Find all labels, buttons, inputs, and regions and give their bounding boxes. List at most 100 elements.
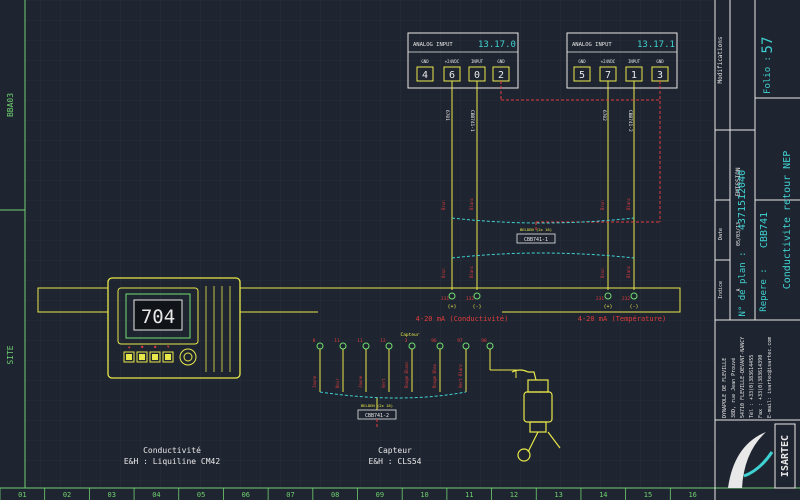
analog-input-2-terminal: 3	[657, 70, 663, 81]
svg-text:●: ●	[154, 344, 157, 349]
title-description: Conductivite retour NEP	[782, 151, 793, 289]
ruler-label: 03	[108, 491, 116, 499]
sensor-terminal-number: 11	[357, 338, 363, 344]
sensor-model: E&H : CLS54	[369, 457, 422, 466]
cable-label-upper-box	[516, 233, 556, 244]
left-band-bottom-label: SITE	[6, 345, 15, 364]
title-folio-label: Folio :	[763, 56, 773, 94]
ruler-label: 16	[688, 491, 696, 499]
svg-text:▲: ▲	[128, 344, 131, 349]
output-sign: (-)	[472, 304, 481, 310]
ruler-label: 11	[465, 491, 473, 499]
ruler-label: 06	[242, 491, 250, 499]
svg-text:Blanc: Blanc	[626, 197, 631, 210]
output-terminal-number: 231	[596, 296, 604, 302]
svg-text:Brun: Brun	[441, 200, 446, 210]
analog-input-1-col-label: +24VDC	[445, 59, 460, 64]
sensor-terminals: 8 11 11 12 3 96 97 98 Capteur Jaune Noir…	[312, 332, 517, 399]
title-date: 05/03/13	[736, 222, 742, 246]
svg-text:●: ●	[141, 344, 144, 349]
sensor-terminal-number: 11	[334, 338, 340, 344]
sensor-terminal-number: 8	[313, 338, 316, 344]
output-sign: (+)	[603, 304, 612, 310]
company-line: 54710 FLEVILLE-DEVANT-NANCY	[740, 337, 746, 418]
svg-text:Jaune: Jaune	[358, 375, 363, 388]
output-sign: (-)	[629, 304, 638, 310]
analog-input-2-col-label: +24VDC	[601, 59, 616, 64]
company-line: Fax : +33(0)383614390	[758, 355, 764, 418]
analog-input-1-wire-label: CBB741-1	[469, 110, 475, 132]
sensor-name: Capteur	[378, 446, 412, 455]
svg-text:Jaune: Jaune	[312, 375, 317, 388]
ruler-label: 09	[376, 491, 384, 499]
title-plan-label: N° de plan :	[738, 251, 748, 316]
output-terminals	[448, 292, 638, 300]
company-line: DYNAPOLE DE FLEVILLE	[722, 358, 728, 418]
ruler-label: 15	[644, 491, 652, 499]
output-terminal-number: 131	[441, 296, 449, 302]
cable-label-upper: CBB741-1	[524, 237, 548, 243]
svg-text:Noir: Noir	[335, 378, 340, 388]
output-terminal-number: 132	[466, 296, 474, 302]
title-emission: EMISSION	[735, 167, 742, 196]
analog-input-1-col-label: INPUT	[471, 59, 484, 64]
company-line: E-mail: isartec@isartec.com	[767, 337, 773, 418]
analog-input-1-title: ANALOG INPUT	[413, 42, 453, 48]
title-indice-label: Indice	[718, 281, 724, 299]
output-label-temperature: 4-20 mA (Température)	[578, 315, 667, 323]
sensor-terminal-caption: Capteur	[401, 332, 420, 338]
analog-input-1-terminal: 6	[449, 70, 455, 81]
left-band-top-label: BBA03	[6, 93, 15, 117]
analog-input-2-col-label: INPUT	[628, 59, 641, 64]
analog-input-2-col-label: GND	[578, 59, 586, 64]
analog-input-2-title: ANALOG INPUT	[572, 42, 612, 48]
svg-text:Rouge Blanc: Rouge Blanc	[404, 361, 409, 388]
transmitter-device: 704 ▲●●▼	[107, 277, 241, 379]
analog-input-1-col-label: GND	[497, 59, 505, 64]
cable-caption-upper: BELDEN (2x 18)	[520, 227, 552, 232]
analog-input-1-number: 13.17.0	[478, 40, 516, 50]
svg-text:Brun: Brun	[441, 268, 446, 278]
transmitter-enclosure	[37, 287, 681, 313]
company-address: DYNAPOLE DE FLEVILLE 38D, rue Jean Prouv…	[722, 337, 773, 418]
ruler-label: 08	[331, 491, 339, 499]
analog-input-2-terminal: 1	[631, 70, 637, 81]
sensor-terminal-number: 97	[457, 338, 463, 344]
analog-input-1-col-label: GND	[421, 59, 429, 64]
title-indice: A	[736, 288, 742, 291]
analog-input-2-terminal: 5	[579, 70, 585, 81]
ruler-label: 01	[18, 491, 26, 499]
svg-text:Brun: Brun	[600, 268, 605, 278]
ruler-label: 02	[63, 491, 71, 499]
title-repere: CBB741	[759, 212, 770, 248]
cable-label-lower: CBB741-2	[365, 413, 389, 419]
svg-text:Blanc: Blanc	[626, 265, 631, 278]
company-line: Tél : +33(0)383614455	[748, 355, 755, 418]
ruler-label: 13	[554, 491, 562, 499]
transmitter-model: E&H : Liquiline CM42	[124, 457, 221, 466]
ruler-label: 14	[599, 491, 607, 499]
title-block	[714, 0, 800, 500]
wire-tags: Brun Blanc Brun Blanc Brun Blanc Brun Bl…	[441, 197, 631, 278]
svg-text:Rouge Bleu: Rouge Bleu	[432, 363, 437, 388]
analog-input-2-wire-label: CBB741-2	[627, 110, 633, 132]
ruler-label: 10	[420, 491, 428, 499]
analog-input-2-terminal: 7	[605, 70, 611, 81]
analog-input-2-number: 13.17.1	[637, 40, 675, 50]
title-repere-label: Repere :	[759, 268, 769, 311]
title-folio: 57	[760, 37, 776, 54]
svg-text:Brun: Brun	[600, 200, 605, 210]
output-terminal-number: 232	[622, 296, 630, 302]
isartec-logo: ISARTEC	[728, 423, 796, 489]
transmitter-name: Conductivité	[143, 445, 201, 455]
analog-input-2-col-label: GND	[656, 59, 664, 64]
analog-input-2-wire-label: 6702	[601, 110, 607, 121]
output-label-conductivity: 4-20 mA (Conductivité)	[416, 315, 509, 323]
analog-input-1-wire-label: 6701	[444, 110, 450, 121]
company-line: 38D, rue Jean Prouvé	[730, 358, 737, 418]
sensor-terminal-number: 12	[380, 338, 386, 344]
title-modifications: Modifications	[717, 36, 724, 83]
left-band	[0, 0, 26, 488]
analog-input-1-terminal: 0	[474, 70, 480, 81]
analog-input-1-terminal: 2	[498, 70, 504, 81]
